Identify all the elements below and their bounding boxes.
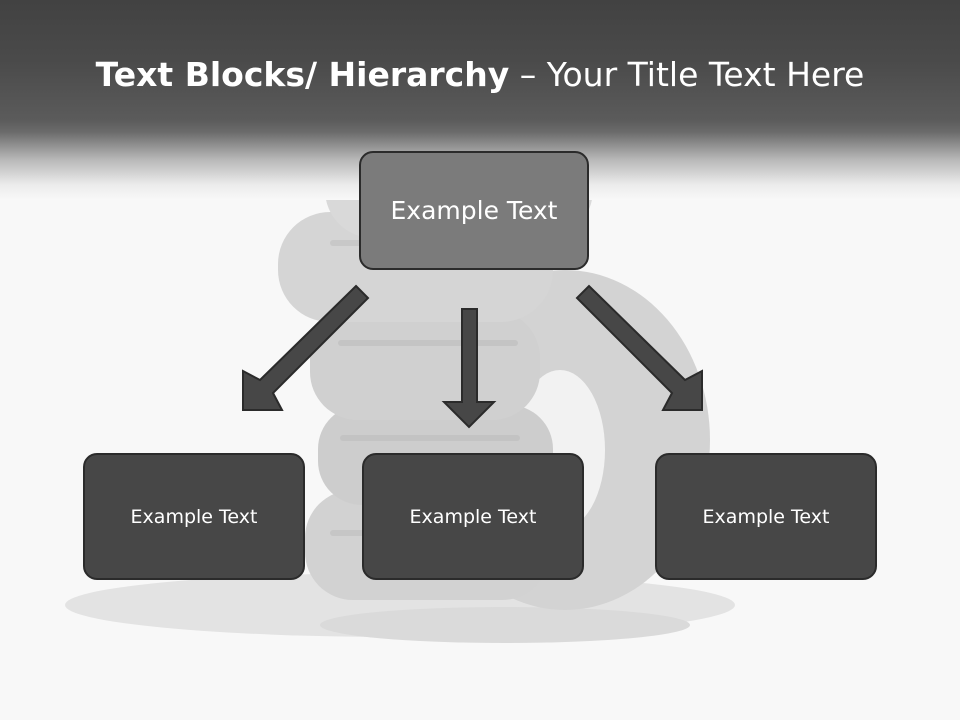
- child-text-left: Example Text: [130, 505, 258, 528]
- child-text-middle: Example Text: [409, 505, 537, 528]
- arrow-middle: [441, 308, 497, 429]
- title-bold-part: Text Blocks/ Hierarchy: [95, 55, 510, 94]
- slide-title: Text Blocks/ Hierarchy – Your Title Text…: [0, 52, 960, 98]
- child-text-block-middle[interactable]: Example Text: [362, 453, 584, 580]
- child-text-right: Example Text: [702, 505, 830, 528]
- root-text: Example Text: [390, 196, 558, 225]
- root-text-block[interactable]: Example Text: [359, 151, 589, 270]
- child-text-block-left[interactable]: Example Text: [83, 453, 305, 580]
- title-normal-part: – Your Title Text Here: [509, 55, 865, 94]
- arrow-left: [242, 284, 370, 411]
- child-text-block-right[interactable]: Example Text: [655, 453, 877, 580]
- arrow-right: [575, 284, 703, 411]
